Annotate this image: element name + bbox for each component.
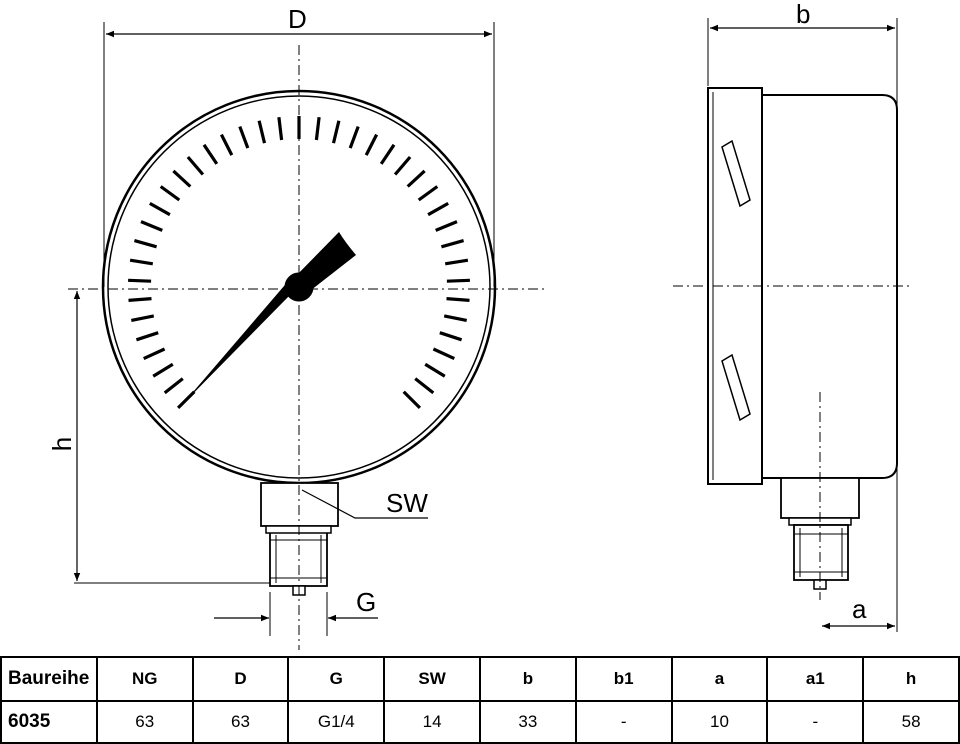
scale-tick [427,202,449,217]
cell-sw: 14 [383,700,481,744]
scale-tick [446,297,470,302]
scale-tick [446,278,470,283]
label-a: a [852,594,867,624]
scale-ticks [128,116,470,410]
scale-tick [348,126,360,149]
cell-baureihe: 6035 [0,700,98,744]
cell-g: G1/4 [287,700,386,744]
scale-tick [435,220,458,232]
header-ng: NG [95,656,194,702]
scale-tick [238,126,250,149]
scale-tick [219,133,234,156]
label-SW: SW [386,488,428,518]
scale-tick [257,120,267,144]
header-a1: a1 [766,656,865,702]
scale-tick [133,239,158,249]
spec-table: Baureihe NG D G SW b b1 a a1 h 6035 63 6… [0,656,960,744]
table-row: 6035 63 63 G1/4 14 33 - 10 - 58 [0,700,960,744]
header-a: a [670,656,769,702]
scale-tick [143,347,166,361]
scale-tick [393,155,412,176]
scale-tick [314,117,321,141]
scale-tick [417,185,439,202]
scale-tick [186,155,205,176]
header-baureihe: Baureihe [0,656,98,702]
header-d: D [191,656,290,702]
vent-slot-top [721,139,751,208]
scale-tick [202,143,219,165]
cell-a: 10 [670,700,769,744]
header-h: h [862,656,960,702]
scale-tick [129,258,154,266]
scale-tick [432,347,455,361]
label-h: h [47,437,77,451]
scale-tick [444,258,469,266]
cell-a1: - [766,700,865,744]
scale-tick [128,297,152,302]
cell-h: 58 [862,700,960,744]
scale-tick [135,331,159,342]
scale-tick [406,169,426,188]
scale-tick [414,377,435,395]
header-sw: SW [383,656,481,702]
cell-b: 33 [478,700,577,744]
scale-tick [440,239,465,249]
front-view [68,22,548,650]
label-D: D [288,4,307,34]
scale-tick [439,331,463,342]
scale-tick [159,185,181,202]
scale-tick [364,133,379,156]
label-b: b [796,0,810,29]
scale-tick [149,202,171,217]
technical-drawing: D b h SW G a [47,0,911,650]
scale-tick [176,390,196,410]
label-G: G [356,587,376,617]
header-b: b [478,656,577,702]
cell-b1: - [574,700,673,744]
scale-tick [443,314,468,322]
scale-tick [402,390,422,410]
scale-tick [424,362,446,378]
header-g: G [287,656,386,702]
scale-tick [331,120,341,144]
vent-slot-bottom [721,353,751,422]
cell-ng: 63 [95,700,194,744]
cell-d: 63 [191,700,290,744]
gauge-inner-ring [107,95,491,479]
table-header-row: Baureihe NG D G SW b b1 a a1 h [0,656,960,702]
scale-tick [140,220,163,232]
scale-tick [130,314,155,322]
scale-tick [277,117,284,141]
scale-tick [172,169,192,188]
scale-tick [128,278,152,283]
header-b1: b1 [574,656,673,702]
scale-tick [152,362,174,378]
side-view [673,18,911,632]
scale-tick [379,143,396,165]
scale-tick [163,377,184,395]
